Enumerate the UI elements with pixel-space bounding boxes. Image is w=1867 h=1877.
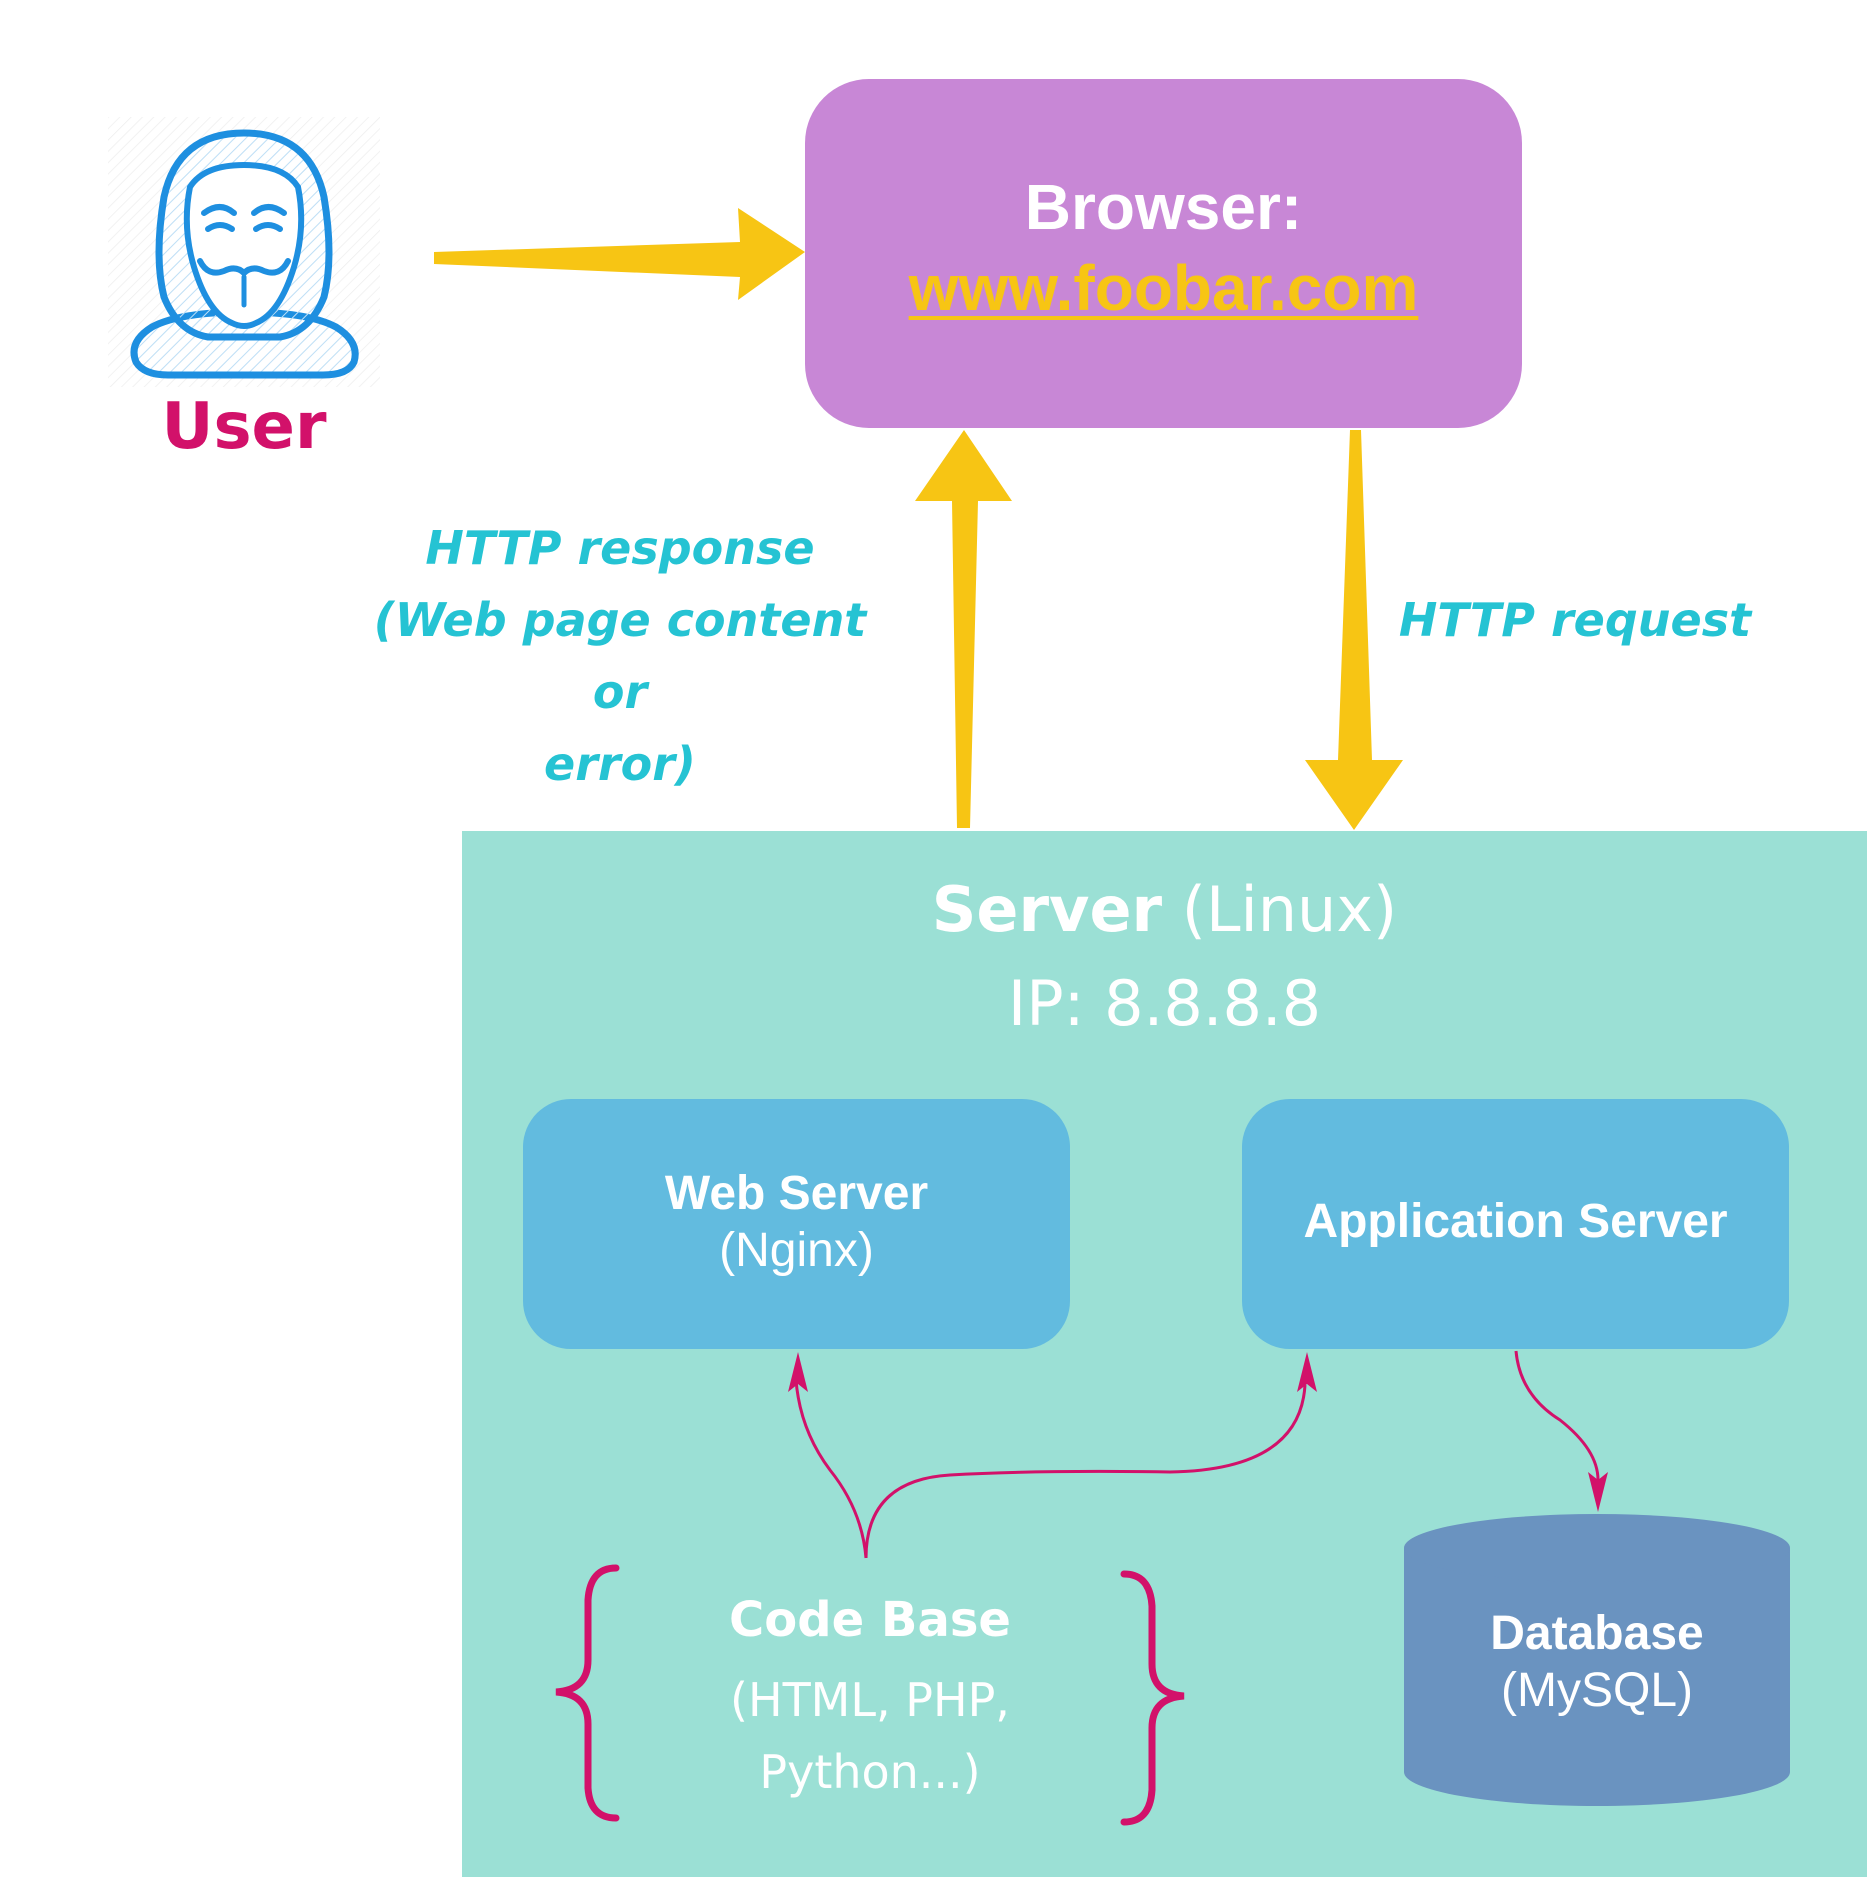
user-label: User <box>161 390 327 464</box>
http-response-line-3: error) <box>544 737 696 791</box>
http-request-label: HTTP request <box>1398 593 1752 647</box>
code-base-title: Code Base <box>729 1592 1011 1648</box>
server-title-bold: Server <box>931 873 1163 946</box>
code-base-line-1: (HTML, PHP, <box>730 1673 1010 1727</box>
application-server-title: Application Server <box>1303 1195 1728 1248</box>
http-response-line-1: HTTP response <box>425 521 815 575</box>
server-title-os: (Linux) <box>1162 873 1398 946</box>
web-server-subtitle: (Nginx) <box>719 1224 874 1277</box>
http-response-arrow <box>915 430 1012 828</box>
browser-box <box>805 79 1522 428</box>
web-server-box <box>523 1099 1070 1349</box>
user-icon <box>108 117 380 387</box>
database-title: Database <box>1490 1607 1704 1660</box>
code-base-line-2: Python...) <box>759 1745 981 1799</box>
http-response-line-2: (Web page content or <box>373 593 867 719</box>
web-server-title: Web Server <box>664 1167 929 1220</box>
user-to-browser-arrow <box>434 208 805 300</box>
server-title: Server (Linux) <box>462 873 1867 946</box>
server-ip: IP: 8.8.8.8 <box>1007 967 1322 1040</box>
code-base-languages: (HTML, PHP, Python...) <box>640 1664 1100 1808</box>
application-server-box <box>1242 1099 1789 1349</box>
browser-url-link[interactable]: www.foobar.com <box>908 252 1419 324</box>
browser-title: Browser: <box>1024 171 1303 243</box>
http-response-label: HTTP response (Web page content or error… <box>340 512 900 800</box>
database-subtitle: (MySQL) <box>1501 1664 1693 1717</box>
